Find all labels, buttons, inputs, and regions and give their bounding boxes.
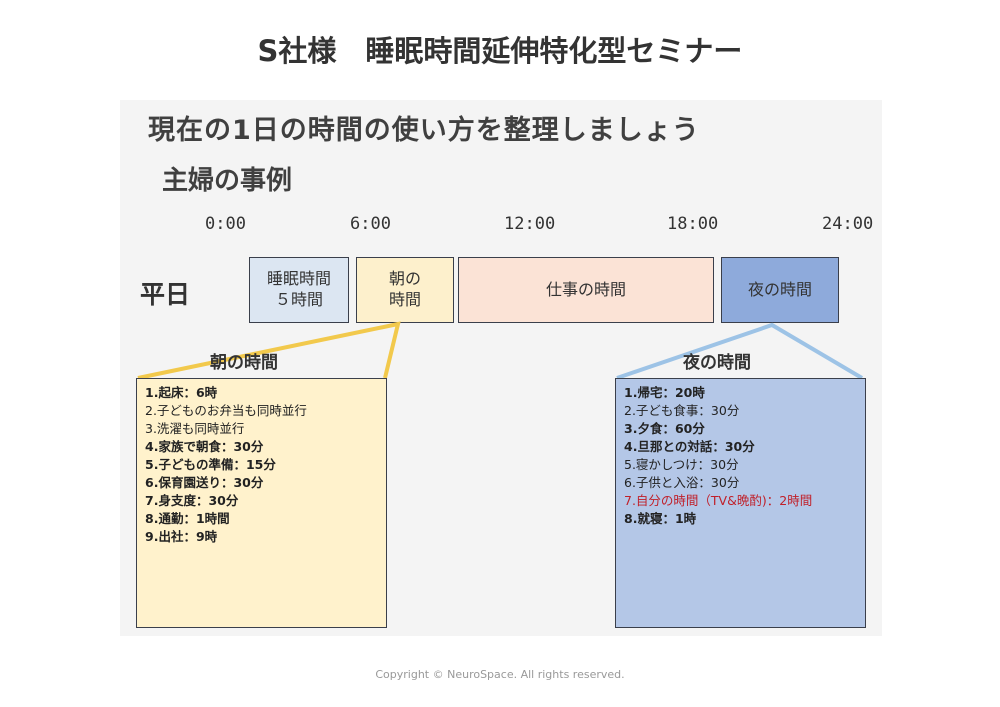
tick-0: 0:00: [205, 214, 246, 234]
block-morning: 朝の時間: [356, 257, 454, 323]
list-item: 7.身支度：30分: [145, 493, 239, 508]
list-item: 2.子ども食事：30分: [624, 403, 740, 418]
block-morning-line2: 時間: [388, 290, 421, 309]
list-item: 6.子供と入浴：30分: [624, 475, 740, 490]
night-connector: [616, 322, 864, 380]
tick-18: 18:00: [667, 214, 719, 234]
copyright: Copyright © NeuroSpace. All rights reser…: [375, 668, 625, 681]
list-item: 6.保育園送り：30分: [145, 475, 264, 490]
block-work: 仕事の時間: [458, 257, 714, 323]
list-item: 2.子どものお弁当も同時並行: [145, 403, 307, 418]
list-item: 8.就寝：1時: [624, 511, 697, 526]
block-sleep-line1: 睡眠時間: [266, 269, 331, 289]
list-item: 4.家族で朝食：30分: [145, 439, 264, 454]
block-work-label: 仕事の時間: [545, 279, 626, 299]
tick-24: 24:00: [822, 214, 874, 234]
list-item: 5.子どもの準備：15分: [145, 457, 276, 472]
list-item: 1.帰宅：20時: [624, 385, 705, 400]
morning-connector: [137, 321, 401, 380]
morning-list: 1.起床：6時 2.子どものお弁当も同時並行 3.洗濯も同時並行 4.家族で朝食：30…: [136, 378, 387, 628]
tick-12: 12:00: [504, 214, 556, 234]
slide-heading: 現在の1日の時間の使い方を整理しましょう: [148, 115, 700, 146]
block-night: 夜の時間: [721, 257, 839, 323]
list-item: 7.自分の時間（TV&晩酌)：2時間: [624, 493, 813, 508]
tick-6: 6:00: [350, 214, 391, 234]
list-item: 3.洗濯も同時並行: [145, 421, 245, 436]
list-item: 9.出社：9時: [145, 529, 218, 544]
list-item: 3.夕食：60分: [624, 421, 705, 436]
block-sleep-line2: ５時間: [274, 290, 323, 309]
list-item: 8.通勤：1時間: [145, 511, 230, 526]
block-night-label: 夜の時間: [747, 279, 812, 299]
slide-subheading: 主婦の事例: [162, 166, 293, 196]
list-item: 1.起床：6時: [145, 385, 218, 400]
block-morning-line1: 朝の: [388, 269, 421, 289]
list-item: 4.旦那との対話：30分: [624, 439, 755, 454]
night-list: 1.帰宅：20時 2.子ども食事：30分 3.夕食：60分 4.旦那との対話：30分 5…: [615, 378, 866, 628]
list-item: 5.寝かしつけ：30分: [624, 457, 739, 472]
night-label: 夜の時間: [683, 353, 751, 373]
morning-label: 朝の時間: [210, 353, 278, 373]
row-label-weekday: 平日: [140, 280, 191, 309]
page-title: S社様 睡眠時間延伸特化型セミナー: [257, 34, 743, 68]
